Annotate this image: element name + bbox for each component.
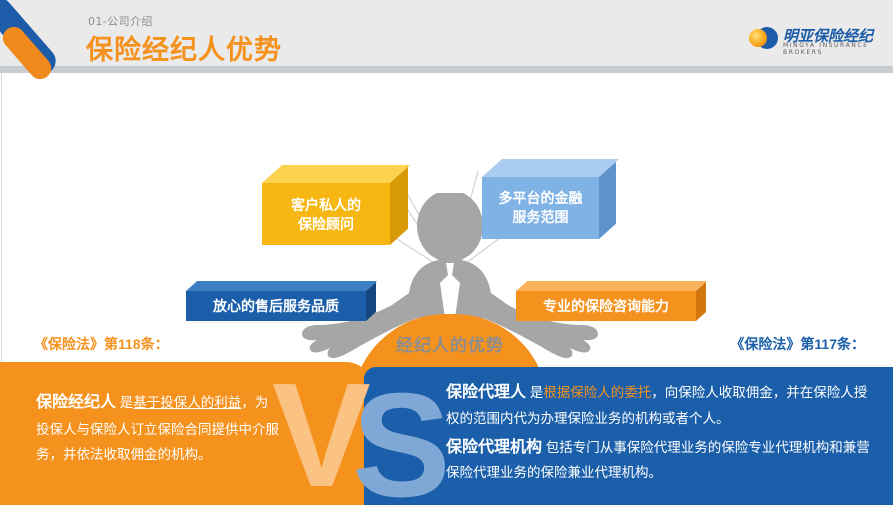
advantage-box-consult[interactable]: 专业的保险咨询能力 [516,281,708,321]
vs-letter-s: S [352,363,451,505]
panel-broker [0,362,372,505]
agent-p1-after: ，向保险人收取佣金，并在保险人授权的范围内代为办理保险业务的机构或者个人。 [446,385,868,426]
broker-definition: 保险经纪人 是基于投保人的利益，为投保人与保险人订立保险合同提供中介服务，并依法… [36,388,280,468]
advantage-box-platform-label: 多平台的金融 服务范围 [482,177,599,239]
page-title: 保险经纪人优势 [86,35,282,65]
section-kicker: 01-公司介绍 [88,15,153,28]
header-divider [0,66,893,73]
person-silhouette-icon [302,193,598,368]
broker-lead: 保险经纪人 [36,394,117,411]
advantage-box-consult-label: 专业的保险咨询能力 [516,291,696,321]
advantage-box-platform[interactable]: 多平台的金融 服务范围 [482,159,619,239]
advantage-box-service[interactable]: 放心的售后服务品质 [186,281,378,321]
brand-name-cn: 明亚保险经纪 [783,28,874,45]
agent-paragraph-2: 保险代理机构 包括专门从事保险代理业务的保险专业代理机构和兼营保险代理业务的保险… [446,434,876,485]
advantage-box-advisor-label: 客户私人的 保险顾问 [262,183,390,245]
broker-text-after: ，为投保人与保险人订立保险合同提供中介服务，并依法收取佣金的机构。 [36,395,279,462]
agent-p1-highlight: 根据保险人的委托 [543,385,652,400]
agent-p1-before: 是 [526,385,544,400]
header-band [0,0,893,66]
advantage-box-advisor[interactable]: 客户私人的 保险顾问 [262,165,410,245]
agency-lead: 保险代理机构 [446,438,543,456]
advantages-diagram: 客户私人的 保险顾问 多平台的金融 服务范围 放心的售后服务品质 专业 [0,73,893,368]
agent-lead: 保险代理人 [446,384,527,401]
brand-mark-icon [749,27,778,51]
broker-text-before: 是 [116,395,134,410]
brand-logo: 明亚保险经纪 MINGYA INSURANCE BROKERS [749,26,879,56]
law-heading-left: 《保险法》第118条： [34,336,169,352]
broker-text-underlined: 基于投保人的利益 [133,395,242,410]
agency-text: 包括专门从事保险代理业务的保险专业代理机构和兼营保险代理业务的保险兼业代理机构。 [446,439,870,481]
panel-agent [364,367,893,505]
agent-definition: 保险代理人 是根据保险人的委托，向保险人收取佣金，并在保险人授权的范围内代为办理… [446,379,876,488]
law-heading-right: 《保险法》第117条： [730,336,865,352]
vs-letter-v: V [272,353,371,505]
brand-name-en: MINGYA INSURANCE BROKERS [783,42,869,56]
advantage-box-service-label: 放心的售后服务品质 [186,291,366,321]
agent-paragraph-1: 保险代理人 是根据保险人的委托，向保险人收取佣金，并在保险人授权的范围内代为办理… [446,379,876,430]
center-dome-label: 经纪人的优势 [396,336,504,355]
